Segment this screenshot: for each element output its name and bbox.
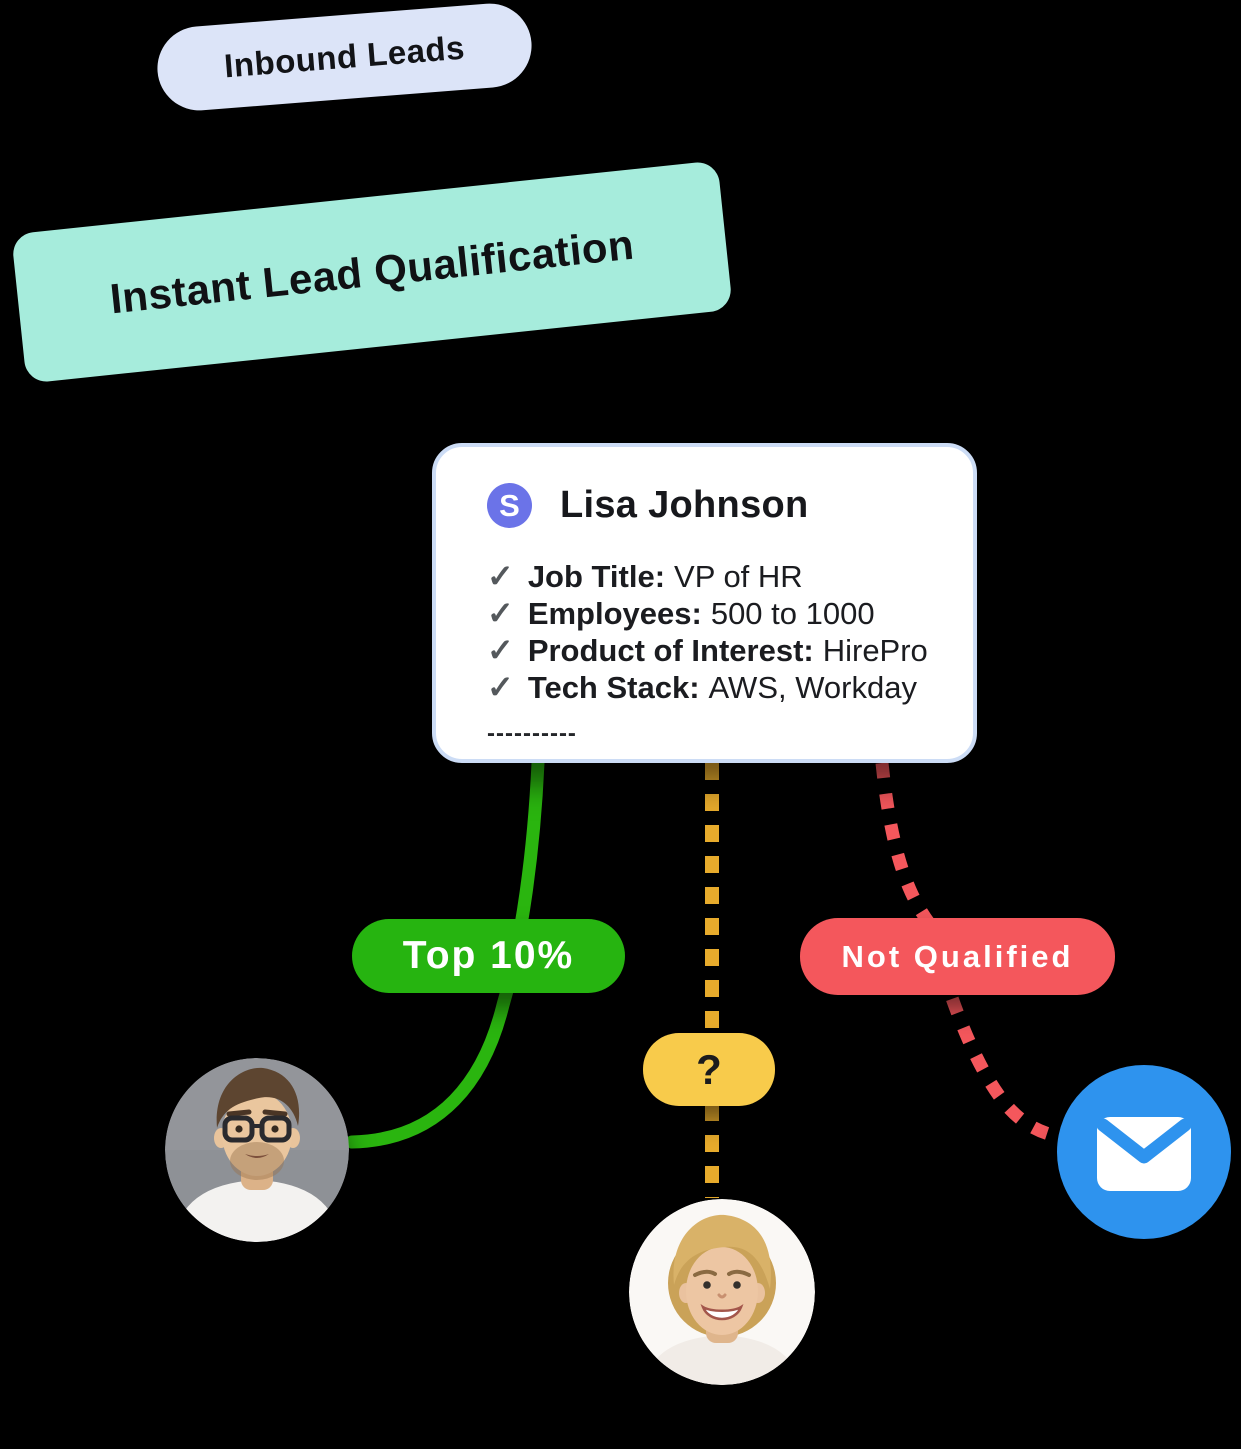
question-badge: ? <box>643 1033 775 1106</box>
qualified-lead-avatar <box>165 1058 349 1242</box>
fact-row-job-title: ✓ Job Title: VP of HR <box>487 558 973 595</box>
lead-card: S Lisa Johnson ✓ Job Title: VP of HR ✓ E… <box>432 443 977 763</box>
question-label: ? <box>696 1045 722 1093</box>
man-with-glasses-photo-icon <box>165 1058 349 1242</box>
connector-not-qualified-line <box>875 762 1064 1144</box>
maybe-lead-avatar <box>629 1199 815 1385</box>
fact-row-employees: ✓ Employees: 500 to 1000 <box>487 595 973 632</box>
fact-label: Employees: <box>527 596 702 631</box>
headline-label: Instant Lead Qualification <box>107 220 637 323</box>
truncation-dashes: ---------- <box>487 720 577 747</box>
company-logo-letter: S <box>499 488 520 523</box>
connector-qualified-line <box>345 756 545 1149</box>
check-icon: ✓ <box>487 595 514 631</box>
fact-label: Product of Interest: <box>527 633 814 668</box>
not-qualified-badge: Not Qualified <box>800 918 1115 995</box>
fact-label: Tech Stack: <box>527 670 700 705</box>
company-logo-icon: S <box>487 483 532 528</box>
fact-value: VP of HR <box>674 559 803 594</box>
fact-value: 500 to 1000 <box>710 596 875 631</box>
fact-row-product: ✓ Product of Interest: HirePro <box>487 632 973 669</box>
email-node <box>1057 1065 1231 1239</box>
lead-card-header: S Lisa Johnson <box>487 483 973 528</box>
check-icon: ✓ <box>487 632 514 668</box>
top-10-label: Top 10% <box>402 934 575 977</box>
not-qualified-label: Not Qualified <box>841 938 1074 974</box>
check-icon: ✓ <box>487 558 514 594</box>
email-icon <box>1096 1117 1192 1191</box>
lead-facts-list: ✓ Job Title: VP of HR ✓ Employees: 500 t… <box>436 558 973 706</box>
fact-label: Job Title: <box>527 559 666 594</box>
fact-value: AWS, Workday <box>708 670 917 705</box>
check-icon: ✓ <box>487 669 514 705</box>
inbound-leads-label: Inbound Leads <box>222 28 467 85</box>
fact-row-tech-stack: ✓ Tech Stack: AWS, Workday <box>487 669 973 706</box>
lead-name: Lisa Johnson <box>560 484 809 526</box>
smiling-woman-photo-icon <box>629 1199 815 1385</box>
top-10-badge: Top 10% <box>352 919 625 993</box>
fact-value: HirePro <box>822 633 928 668</box>
